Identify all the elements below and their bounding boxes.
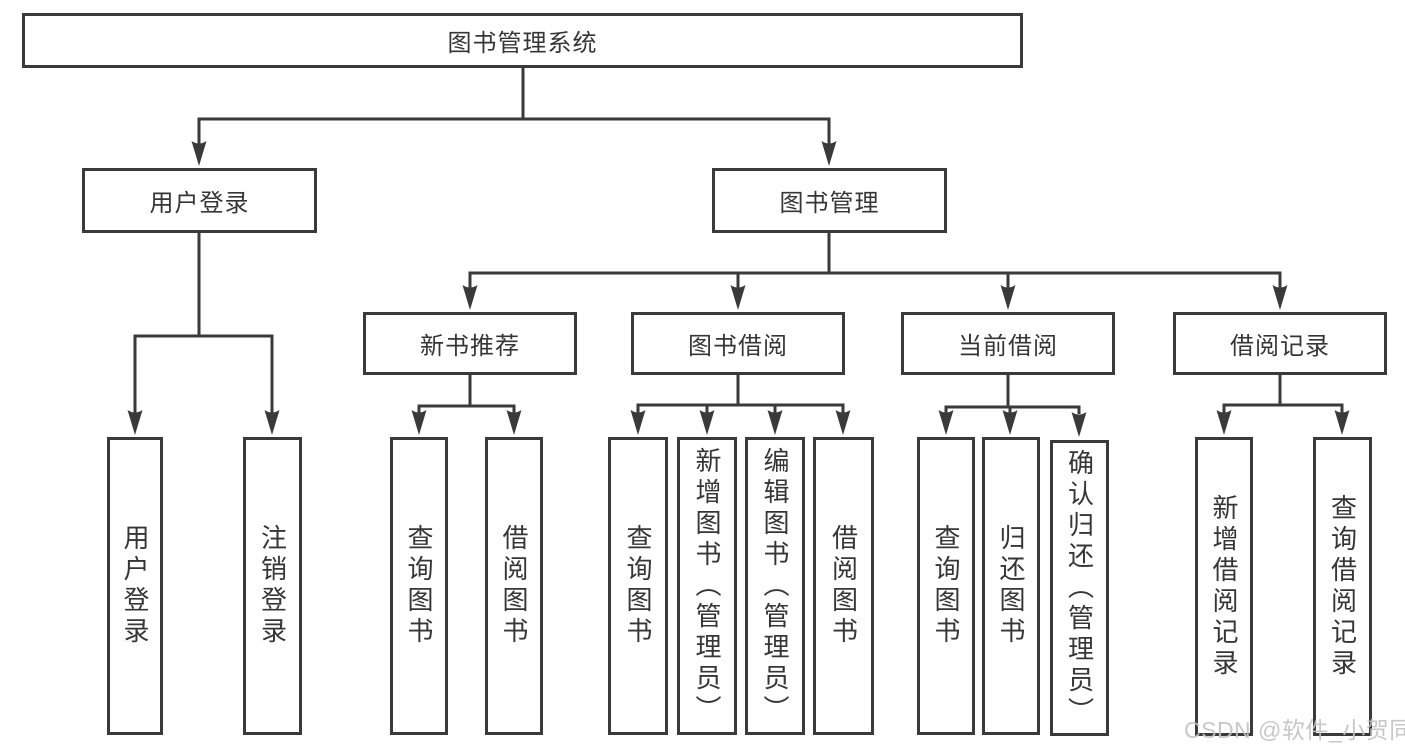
leaf-return-books: 归还图书 — [982, 437, 1040, 735]
node-label: 查询图书 — [931, 524, 961, 648]
node-new-book-recommend: 新书推荐 — [363, 312, 577, 375]
node-label: 图书借阅 — [688, 333, 788, 360]
leaf-query-borrow-record: 查询借阅记录 — [1313, 437, 1372, 736]
leaf-edit-books-admin: 编辑图书（管理员） — [745, 437, 805, 735]
leaf-logout: 注销登录 — [243, 437, 302, 735]
node-user-login: 用户登录 — [82, 168, 317, 233]
node-label: 借阅图书 — [499, 524, 529, 648]
node-label: 新增借阅记录 — [1209, 493, 1239, 680]
node-borrow-records: 借阅记录 — [1173, 312, 1387, 375]
arrowhead-icons — [127, 141, 1350, 437]
node-label: 确认归还（管理员） — [1064, 448, 1095, 728]
leaf-query-books-current: 查询图书 — [917, 437, 975, 735]
node-label: 查询图书 — [623, 524, 653, 648]
node-label: 编辑图书（管理员） — [760, 446, 790, 726]
node-label: 查询图书 — [404, 524, 434, 648]
leaf-user-login: 用户登录 — [107, 437, 163, 735]
leaf-add-books-admin: 新增图书（管理员） — [677, 437, 737, 735]
node-label: 借阅记录 — [1230, 333, 1330, 360]
node-library-system: 图书管理系统 — [22, 13, 1023, 68]
node-label: 用户登录 — [149, 190, 250, 217]
node-label: 图书管理系统 — [447, 30, 598, 57]
node-label: 当前借阅 — [958, 333, 1058, 360]
node-label: 新增图书（管理员） — [692, 446, 722, 726]
node-label: 借阅图书 — [828, 524, 859, 648]
node-label: 用户登录 — [120, 524, 150, 648]
node-label: 图书管理 — [779, 190, 880, 217]
node-book-borrow: 图书借阅 — [631, 312, 845, 375]
leaf-query-books-borrow: 查询图书 — [608, 437, 668, 735]
node-label: 归还图书 — [996, 524, 1026, 648]
leaf-borrow-books-recommend: 借阅图书 — [485, 437, 543, 735]
node-current-borrow: 当前借阅 — [901, 312, 1115, 375]
leaf-query-books-recommend: 查询图书 — [390, 437, 448, 735]
node-label: 注销登录 — [257, 524, 288, 648]
node-book-management: 图书管理 — [712, 168, 947, 233]
leaf-add-borrow-record: 新增借阅记录 — [1195, 437, 1253, 736]
node-label: 查询借阅记录 — [1327, 493, 1358, 680]
leaf-borrow-books: 借阅图书 — [813, 437, 874, 735]
node-label: 新书推荐 — [420, 333, 520, 360]
watermark: CSDN @软件_小贺同学 — [1184, 717, 1405, 743]
leaf-confirm-return-admin: 确认归还（管理员） — [1050, 440, 1109, 736]
